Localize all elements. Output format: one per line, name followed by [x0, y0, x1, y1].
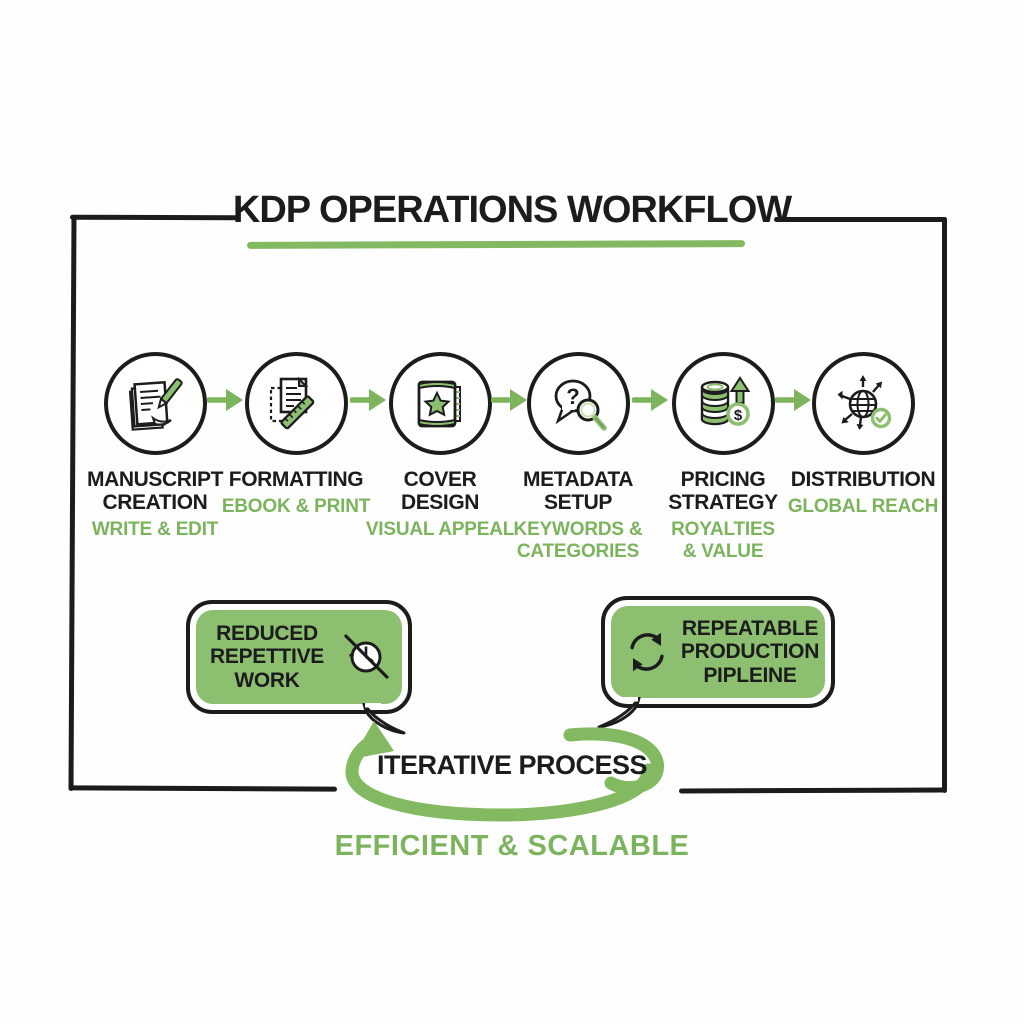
step-pricing-strategy: $ PRICING STRATEGY ROYALTIES & VALUE: [645, 352, 801, 563]
step-sublabel: WRITE & EDIT: [91, 519, 219, 541]
step-distribution: DISTRIBUTION GLOBAL REACH: [785, 352, 941, 518]
question-magnifier-icon: ?: [554, 379, 607, 431]
svg-text:?: ?: [566, 384, 579, 409]
step-label: MANUSCRIPT CREATION: [87, 468, 223, 515]
bubble-tail: [597, 697, 641, 729]
no-clock-icon: [344, 634, 389, 679]
step-label: DISTRIBUTION: [790, 468, 936, 491]
step-sublabel: GLOBAL REACH: [787, 496, 939, 518]
title-underline: [246, 240, 746, 249]
step-manuscript-creation: MANUSCRIPT CREATION WRITE & EDIT: [77, 352, 233, 541]
step-cover-design: COVER DESIGN VISUAL APPEAL: [362, 352, 518, 541]
tagline: EFFICIENT & SCALABLE: [334, 830, 690, 862]
step-label: COVER DESIGN: [400, 468, 480, 515]
step-sublabel: VISUAL APPEAL: [365, 519, 515, 541]
callout-repeatable-pipeline: REPEATABLE PRODUCTION PIPLEINE: [597, 596, 835, 729]
manuscript-pen-icon: [128, 377, 183, 431]
frame-top-right: [774, 217, 947, 222]
bubble-tail: [362, 703, 406, 735]
callout-text: REPEATABLE PRODUCTION PIPLEINE: [680, 616, 820, 687]
page-title: KDP OPERATIONS WORKFLOW: [232, 189, 792, 231]
step-circle: $: [671, 352, 775, 455]
coin-stack-dollar-icon: $: [700, 375, 751, 426]
frame-right: [942, 217, 947, 793]
step-circle: [244, 352, 348, 455]
iterative-process-label: ITERATIVE PROCESS: [376, 750, 648, 780]
step-label: FORMATTING: [228, 468, 364, 491]
callout-reduced-repetitive-work: REDUCED REPETTIVE WORK: [186, 600, 412, 735]
step-sublabel: KEYWORDS & CATEGORIES: [513, 519, 643, 563]
circular-arrow-icon: [345, 721, 664, 822]
step-formatting: FORMATTING EBOOK & PRINT: [218, 352, 374, 518]
frame-bottom-left: [69, 785, 338, 792]
step-metadata-setup: ? METADATA SETUP KEYWORDS & CATEGORIES: [500, 352, 656, 563]
step-circle: [811, 352, 915, 455]
callout-fill: REDUCED REPETTIVE WORK: [196, 610, 402, 704]
book-star-icon: [417, 380, 461, 427]
step-label: PRICING STRATEGY: [668, 468, 778, 515]
green-arrow-right-icon: [207, 386, 245, 414]
document-ruler-icon: [269, 376, 315, 429]
step-circle: [388, 352, 492, 455]
green-arrow-right-icon: [350, 386, 388, 414]
frame-bottom-right: [678, 787, 948, 794]
step-sublabel: ROYALTIES & VALUE: [671, 519, 775, 563]
step-circle: ?: [526, 352, 630, 455]
green-arrow-right-icon: [632, 386, 670, 414]
cycle-arrows-icon: [630, 632, 664, 672]
callout-text: REDUCED REPETTIVE WORK: [210, 621, 324, 692]
step-sublabel: EBOOK & PRINT: [221, 496, 371, 518]
globe-arrows-check-icon: [837, 374, 892, 430]
frame-left: [68, 214, 77, 792]
step-circle: [103, 352, 207, 455]
green-arrow-right-icon: [491, 386, 529, 414]
svg-text:$: $: [734, 407, 743, 424]
callout-fill: REPEATABLE PRODUCTION PIPLEINE: [611, 606, 825, 698]
green-arrow-right-icon: [775, 386, 813, 414]
step-label: METADATA SETUP: [523, 468, 633, 515]
